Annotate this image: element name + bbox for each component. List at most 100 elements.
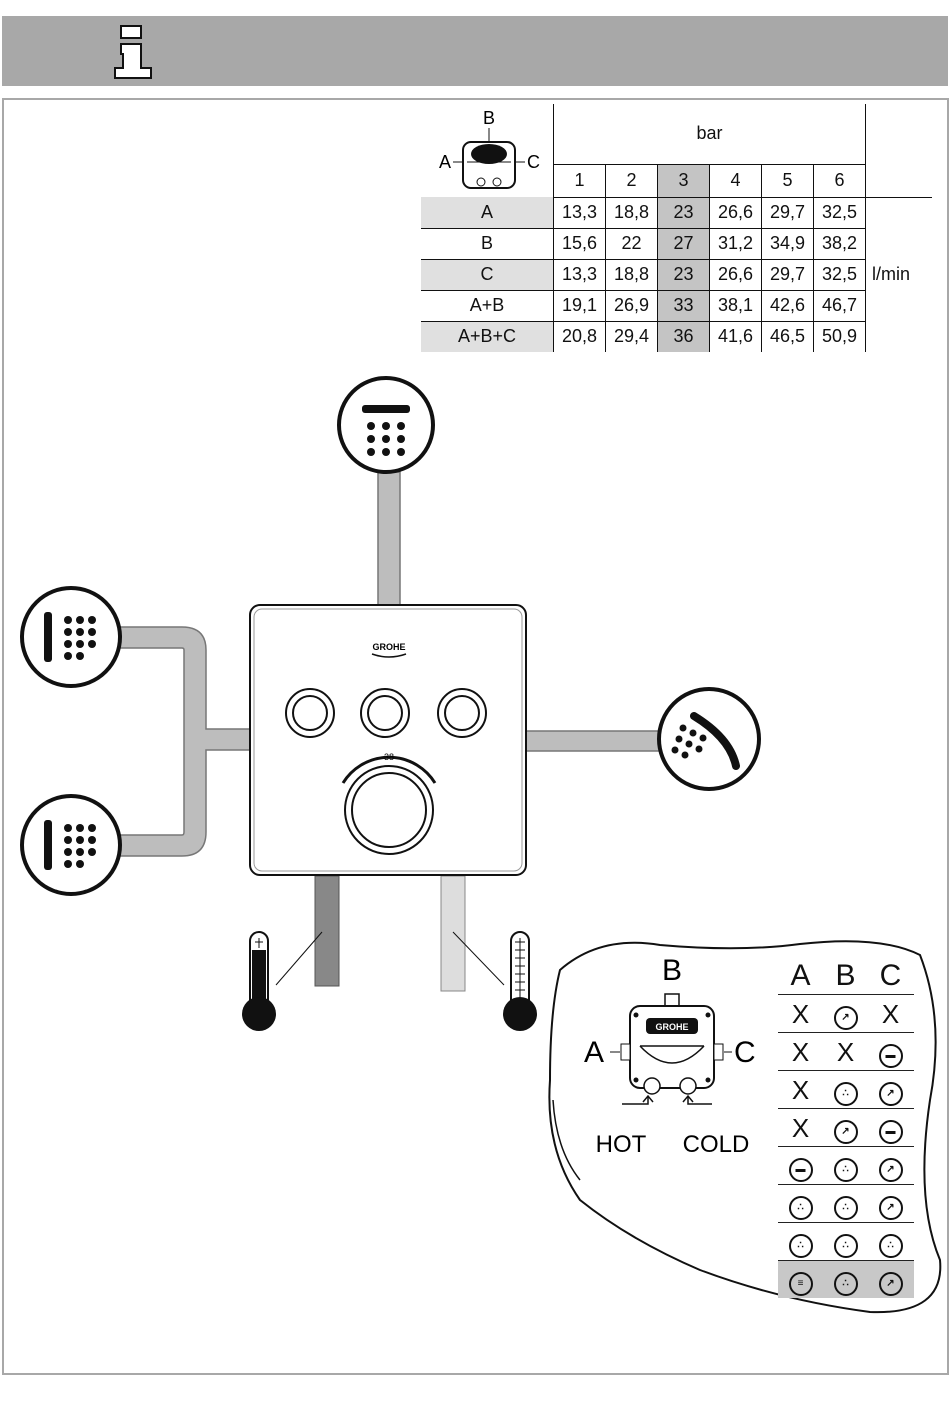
overhead-shower-icon: ∴ <box>879 1234 903 1258</box>
table-cell: 34,9 <box>762 228 814 259</box>
table-cell: 20,8 <box>554 321 606 352</box>
combination-row: X ↗ ▬ <box>778 1109 914 1147</box>
overhead-shower-icon: ∴ <box>789 1196 813 1220</box>
combination-header-row: A B C <box>778 958 914 995</box>
body-jet-icon: ≡ <box>789 1272 813 1296</box>
hand-shower-icon: ↗ <box>834 1006 858 1030</box>
overhead-shower-icon: ∴ <box>834 1272 858 1296</box>
table-cell: 19,1 <box>554 290 606 321</box>
pressure-2: 2 <box>606 164 658 197</box>
table-cell: 13,3 <box>554 197 606 228</box>
info-icon <box>107 16 167 86</box>
hand-shower-icon: ↗ <box>879 1158 903 1182</box>
closed-mark: X <box>823 1039 868 1065</box>
table-row: A 13,3 18,8 23 26,6 29,7 32,5 <box>421 197 932 228</box>
outlet-cell: ▬ <box>868 1036 913 1068</box>
table-cell: 23 <box>658 197 710 228</box>
table-cell: 38,2 <box>814 228 866 259</box>
outlet-cell: ↗ <box>823 998 868 1030</box>
pressure-6: 6 <box>814 164 866 197</box>
overhead-shower-icon: ∴ <box>789 1234 813 1258</box>
bathtub-icon: ▬ <box>879 1120 903 1144</box>
flow-rate-table: B A C bar 1 2 3 4 5 6 A 13,3 18,8 <box>421 104 932 352</box>
valve-diagram-small: B A C <box>421 104 554 197</box>
table-row: C 13,3 18,8 23 26,6 29,7 32,5 l/min <box>421 259 932 290</box>
outlet-cell: ∴ <box>778 1226 823 1258</box>
pressure-4: 4 <box>710 164 762 197</box>
column-header-a: A <box>778 961 823 991</box>
row-label: B <box>421 228 554 259</box>
row-label: A <box>421 197 554 228</box>
table-cell: 32,5 <box>814 259 866 290</box>
closed-mark: X <box>778 1001 823 1027</box>
outlet-cell: ∴ <box>868 1226 913 1258</box>
combination-row: X↗X <box>778 995 914 1033</box>
table-cell: 26,9 <box>606 290 658 321</box>
table-cell: 33 <box>658 290 710 321</box>
outlet-cell: ∴ <box>778 1188 823 1220</box>
hand-shower-icon: ↗ <box>834 1120 858 1144</box>
table-cell: 26,6 <box>710 197 762 228</box>
outlet-cell: ↗ <box>868 1188 913 1220</box>
outlet-cell: ∴ <box>823 1074 868 1106</box>
table-cell: 27 <box>658 228 710 259</box>
table-cell: 29,7 <box>762 259 814 290</box>
column-header-b: B <box>823 961 868 991</box>
row-label: A+B+C <box>421 321 554 352</box>
combination-row: X∴↗ <box>778 1071 914 1109</box>
table-cell: 38,1 <box>710 290 762 321</box>
table-cell: 29,7 <box>762 197 814 228</box>
bathtub-icon: ▬ <box>879 1044 903 1068</box>
overhead-shower-icon: ∴ <box>834 1234 858 1258</box>
row-label: A+B <box>421 290 554 321</box>
small-label-b: B <box>483 108 495 128</box>
outlet-cell: ▬ <box>868 1112 913 1144</box>
closed-mark: X <box>778 1115 823 1141</box>
table-cell: 18,8 <box>606 259 658 290</box>
outlet-cell: ↗ <box>868 1074 913 1106</box>
table-cell: 41,6 <box>710 321 762 352</box>
combination-row: ▬ ∴ ↗ <box>778 1147 914 1185</box>
hand-shower-icon: ↗ <box>879 1272 903 1296</box>
flow-unit: l/min <box>866 259 933 290</box>
table-cell: 22 <box>606 228 658 259</box>
column-header-c: C <box>868 961 913 991</box>
pressure-1: 1 <box>554 164 606 197</box>
table-cell: 50,9 <box>814 321 866 352</box>
outlet-cell: ≡ <box>778 1264 823 1296</box>
outlet-cell: ∴ <box>823 1226 868 1258</box>
bathtub-icon: ▬ <box>789 1158 813 1182</box>
outlet-cell: ↗ <box>868 1150 913 1182</box>
pressure-header: bar <box>554 104 866 164</box>
pressure-5: 5 <box>762 164 814 197</box>
table-cell: 36 <box>658 321 710 352</box>
closed-mark: X <box>778 1077 823 1103</box>
closed-mark: X <box>778 1039 823 1065</box>
table-cell: 18,8 <box>606 197 658 228</box>
overhead-shower-icon: ∴ <box>834 1196 858 1220</box>
header-bar <box>2 16 948 86</box>
table-cell: 32,5 <box>814 197 866 228</box>
table-row: B 15,6 22 27 31,2 34,9 38,2 <box>421 228 932 259</box>
table-cell: 15,6 <box>554 228 606 259</box>
row-label: C <box>421 259 554 290</box>
pressure-3: 3 <box>658 164 710 197</box>
table-row: A+B+C 20,8 29,4 36 41,6 46,5 50,9 <box>421 321 932 352</box>
outlet-cell: ↗ <box>823 1112 868 1144</box>
hand-shower-icon: ↗ <box>879 1196 903 1220</box>
outlet-cell: ↗ <box>868 1264 913 1296</box>
overhead-shower-icon: ∴ <box>834 1158 858 1182</box>
outlet-cell: ∴ <box>823 1150 868 1182</box>
table-cell: 46,5 <box>762 321 814 352</box>
table-cell: 46,7 <box>814 290 866 321</box>
combination-row: ∴ ∴ ∴ <box>778 1223 914 1261</box>
table-cell: 13,3 <box>554 259 606 290</box>
outlet-cell: ∴ <box>823 1264 868 1296</box>
table-row: A+B 19,1 26,9 33 38,1 42,6 46,7 <box>421 290 932 321</box>
outlet-cell: ▬ <box>778 1150 823 1182</box>
table-cell: 42,6 <box>762 290 814 321</box>
table-cell: 26,6 <box>710 259 762 290</box>
table-cell: 31,2 <box>710 228 762 259</box>
